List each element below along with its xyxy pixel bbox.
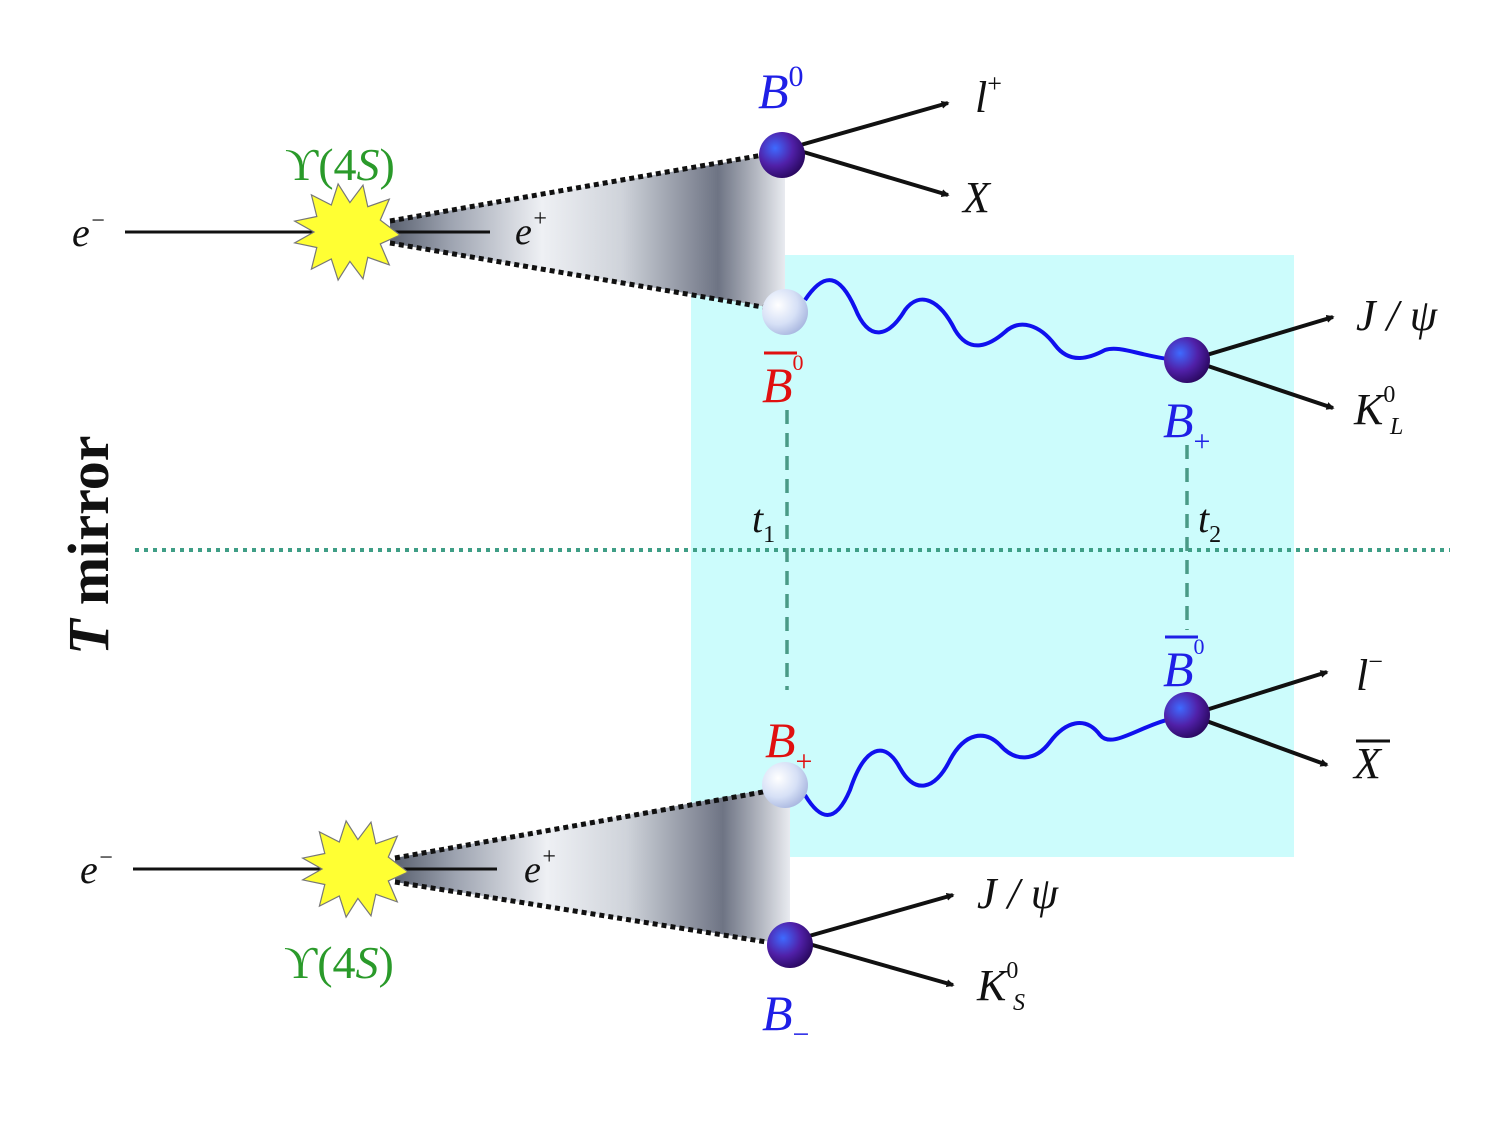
- bottom-b0bar-label: B0: [1163, 634, 1205, 697]
- bottom-xbar-track: [1189, 713, 1329, 767]
- top-b0bar-label: B0: [762, 350, 804, 413]
- top-b0-label: B0: [758, 60, 804, 119]
- top-cone-edge-lower: [389, 240, 781, 313]
- svg-text:X: X: [1352, 739, 1383, 788]
- bottom-ks-track: [794, 938, 955, 988]
- t1-label: t1: [752, 496, 775, 548]
- bottom-event: [133, 670, 1329, 988]
- bottom-resonance-label: ϒ(4S): [284, 937, 394, 988]
- top-b0-meson: [759, 132, 805, 178]
- top-wave: [803, 278, 1176, 362]
- bottom-jpsi-label: J / ψ: [977, 869, 1059, 918]
- top-jpsi-track: [1189, 315, 1335, 362]
- bottom-collision-star: [301, 819, 410, 919]
- t2-label: t2: [1198, 496, 1221, 548]
- bottom-cone-edge-upper: [394, 785, 786, 861]
- bottom-xbar-label: X: [1352, 739, 1390, 788]
- top-lepton-track: [789, 100, 950, 150]
- top-collision-star: [293, 182, 402, 282]
- bottom-jpsi-track: [794, 892, 955, 942]
- svg-text:B0: B0: [1163, 634, 1205, 697]
- bottom-b0bar-meson: [1164, 692, 1210, 738]
- bottom-wave: [803, 716, 1176, 817]
- top-resonance-label: ϒ(4S): [285, 139, 395, 190]
- svg-text:B0: B0: [762, 350, 804, 413]
- mirror-label: T mirror: [56, 435, 121, 655]
- top-lepton-label: l+: [975, 69, 1002, 122]
- bottom-bplus-meson: [762, 762, 808, 808]
- top-kl-track: [1189, 358, 1335, 410]
- bottom-bplus-label: B+: [765, 712, 812, 778]
- top-x-label: X: [961, 173, 992, 222]
- bottom-positron-label: e+: [524, 844, 557, 891]
- bottom-cone: [395, 785, 790, 945]
- bottom-bminus-meson: [767, 922, 813, 968]
- top-jpsi-label: J / ψ: [1356, 291, 1438, 340]
- top-cone-edge-upper: [389, 149, 781, 224]
- bottom-bminus-label: B−: [762, 985, 809, 1051]
- top-positron-label: e+: [515, 206, 548, 253]
- bottom-electron-label: e−: [80, 845, 114, 892]
- top-cone: [390, 152, 785, 310]
- top-bplus-label: B+: [1163, 392, 1210, 458]
- top-x-track: [789, 146, 950, 198]
- top-event: [125, 100, 1335, 410]
- top-bplus-meson: [1164, 337, 1210, 383]
- bottom-lepton-label: l−: [1356, 647, 1383, 700]
- top-electron-label: e−: [72, 208, 106, 255]
- top-b0bar-meson: [762, 289, 808, 335]
- bottom-lepton-track: [1189, 670, 1329, 717]
- bottom-cone-edge-lower: [394, 879, 786, 948]
